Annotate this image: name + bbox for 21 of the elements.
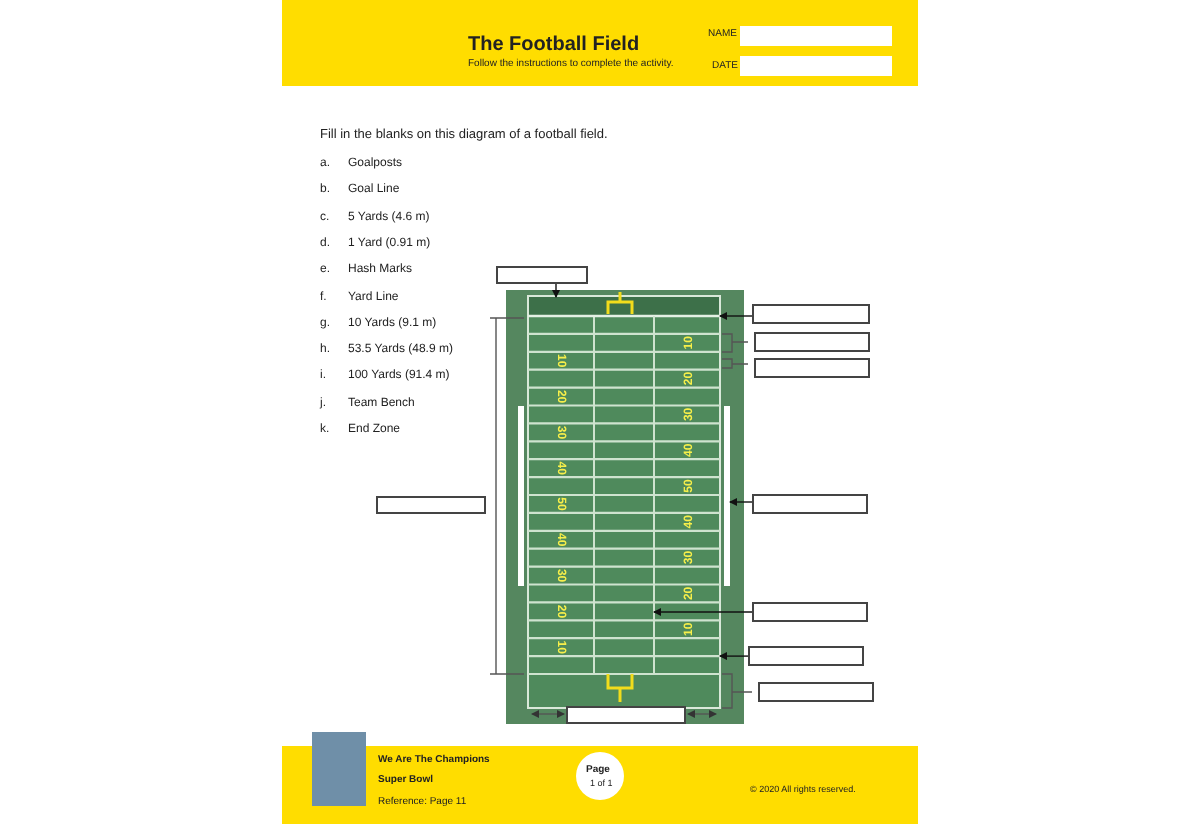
end-zone bbox=[529, 297, 719, 315]
answer-box bbox=[748, 646, 864, 666]
answer-box bbox=[754, 332, 870, 352]
goal-line bbox=[528, 314, 720, 318]
answer-box bbox=[752, 494, 868, 514]
leader-line bbox=[552, 283, 560, 298]
answer-box bbox=[496, 266, 588, 284]
answer-box bbox=[566, 706, 686, 724]
answer-box bbox=[754, 358, 870, 378]
leader-line bbox=[729, 498, 753, 506]
yard-line bbox=[528, 655, 720, 658]
team-bench bbox=[724, 406, 730, 586]
answer-box bbox=[376, 496, 486, 514]
hash-mark-line bbox=[653, 315, 655, 675]
leader-line bbox=[719, 652, 749, 661]
answer-box bbox=[752, 602, 868, 622]
leader-line bbox=[719, 312, 753, 320]
answer-box bbox=[752, 304, 870, 324]
worksheet-title: The Football Field bbox=[468, 36, 640, 56]
leader-line bbox=[653, 608, 753, 616]
answer-box bbox=[758, 682, 874, 702]
